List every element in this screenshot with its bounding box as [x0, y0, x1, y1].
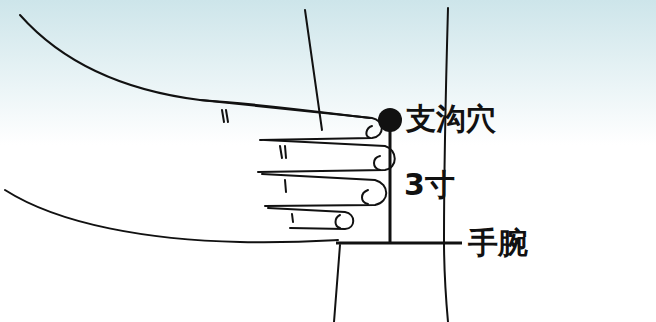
measure-lines	[336, 122, 462, 243]
acupoint-label: 支沟穴	[406, 104, 496, 134]
hand-outline	[5, 8, 448, 322]
wrist-label: 手腕	[468, 228, 528, 258]
distance-label: 3寸	[404, 170, 455, 200]
acupoint-dot	[378, 108, 402, 132]
